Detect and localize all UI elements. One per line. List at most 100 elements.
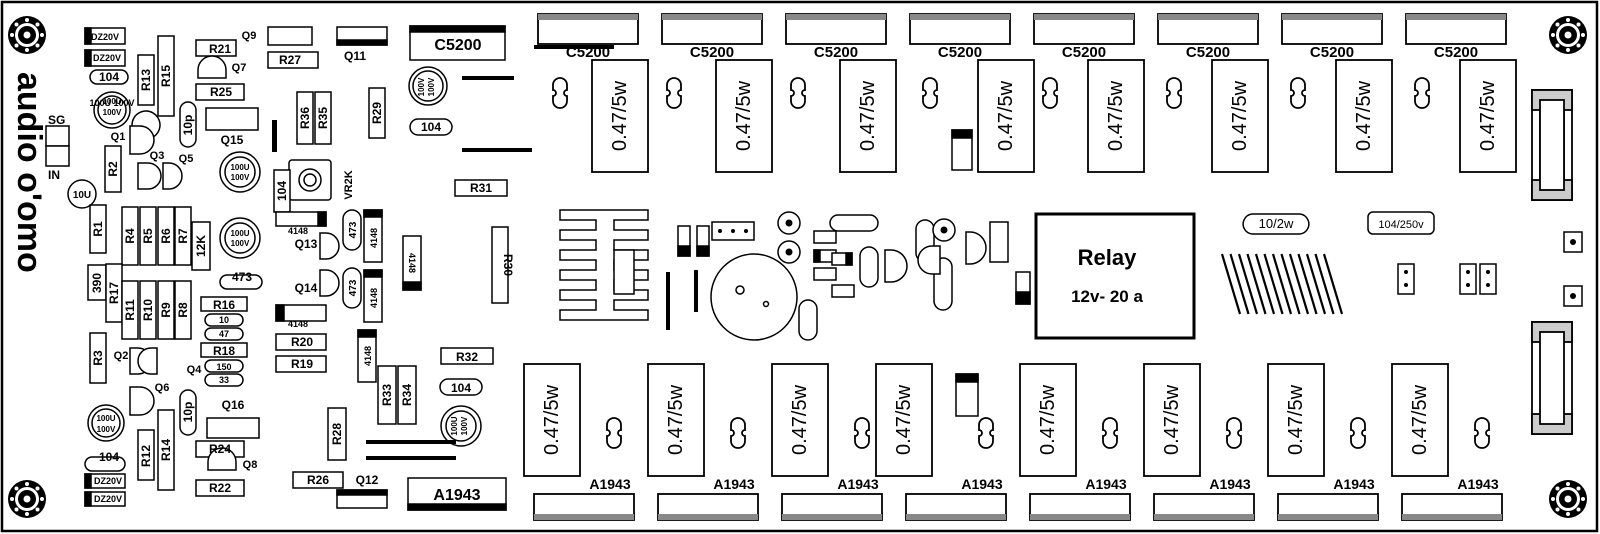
coil-turn [1297,253,1318,315]
top-transistor-label: C5200 [938,44,982,61]
res-label: 150 [216,362,231,372]
svg-text:100V: 100V [231,239,250,248]
top-output-transistor: C5200 [661,13,763,61]
q-label: Q5 [179,153,194,165]
res-label: 473 [348,221,359,238]
mounting-slot [1414,77,1430,109]
bottom-emitter-resistor: 0.47/5w [1019,363,1118,477]
top-output-transistor: C5200 [785,13,887,61]
top-emitter-resistor: 0.47/5w [1042,59,1145,173]
cap-label: 10U [73,190,91,201]
bottom-emitter-resistor: 0.47/5w [1143,363,1242,477]
driver-vertical-labels: R36 R35 R29 104 VR2K 473 473 4148 4148 4… [275,102,515,445]
mounting-hole [8,16,46,54]
cap-label: 104 [421,120,441,134]
bottom-emitter-resistor: 0.47/5w [1267,363,1366,477]
diode-label: 4148 [407,253,417,273]
mounting-slot [1290,77,1306,109]
mounting-slot [790,77,806,109]
bottom-output-transistor: A1943 [1277,476,1379,521]
bottom-transistor-label: A1943 [1457,476,1498,492]
mounting-slot [1226,417,1242,449]
res-label: R9 [159,302,173,318]
relay-title: Relay [1078,245,1137,270]
bottom-transistor-label: A1943 [589,476,630,492]
in-label: IN [48,168,60,182]
mounting-slot [1102,417,1118,449]
diode-label: 4148 [369,228,379,248]
coil-turn [1237,253,1259,315]
jumper-bars [272,45,698,460]
bottom-transistor-label: A1943 [961,476,1002,492]
q-label: Q16 [222,398,245,412]
cap-label: 10p [181,402,195,423]
q-label: Q2 [114,350,129,362]
q-label: Q14 [295,281,318,295]
res-label: R31 [470,181,492,195]
q-label: Q9 [242,30,257,42]
cap-label: 104 [451,381,471,395]
emitter-resistor-label: 0.47/5w [995,80,1017,151]
mounting-slot [854,417,870,449]
top-transistor-label: C5200 [566,44,610,61]
emitter-resistor-label: 0.47/5w [1285,384,1307,455]
q-label: Q12 [356,473,379,487]
top-output-transistor: C5200 [1157,13,1259,61]
q-label: Q3 [150,150,165,162]
diode-label: 4148 [288,319,308,329]
board-title: audio o'omo [10,72,48,273]
res-label: R18 [213,344,235,358]
top-output-transistor: C5200 [909,13,1011,61]
q-label: Q1 [111,131,126,143]
bottom-emitter-resistor: 0.47/5w [1391,363,1490,477]
zobel-resistor-label: 10/2w [1259,216,1294,231]
res-label: R6 [159,228,173,244]
bottom-output-transistor: A1943 [781,476,883,521]
top-transistor-label: C5200 [1062,44,1106,61]
res-label: R30 [501,254,515,276]
bottom-emitter-resistor: 0.47/5w [523,363,622,477]
mounting-slot [730,417,746,449]
res-label: 33 [219,375,229,385]
trimmer-label: VR2K [343,170,355,199]
top-emitter-resistor: 0.47/5w [922,59,1035,173]
svg-text:100V: 100V [231,173,250,182]
q-label: Q15 [221,133,244,147]
res-label: 473 [232,270,252,284]
pin-header [718,219,948,256]
left-section [67,27,263,507]
coil-turn [1280,253,1301,315]
res-label: R12 [139,445,153,467]
coil-turn [1263,253,1284,315]
res-label: 390 [90,273,104,293]
res-label: R24 [209,442,231,456]
top-emitter-resistor: 0.47/5w [1290,59,1393,173]
svg-text:100U: 100U [96,414,115,423]
top-emitter-resistor: 0.47/5w [1414,59,1517,173]
emitter-resistor-label: 0.47/5w [1037,384,1059,455]
top-transistor-label: C5200 [1434,44,1478,61]
res-label: R3 [91,350,105,366]
top-output-transistor: C5200 [1033,13,1135,61]
res-label: 10 [219,315,229,325]
svg-text:100U: 100U [102,97,121,106]
diode-label: 4148 [363,346,373,366]
diode-label: 4148 [288,226,308,236]
top-transistor-label: C5200 [690,44,734,61]
cap-label: 104 [99,70,119,84]
res-label: R11 [123,299,137,321]
res-label: R29 [370,102,384,124]
emitter-resistor-label: 0.47/5w [609,80,631,151]
coil-turn [1229,253,1250,315]
mounting-slot [552,77,568,109]
top-transistor-label: C5200 [814,44,858,61]
mounting-slot [1042,77,1058,109]
q-label: Q4 [187,364,203,376]
res-label: R2 [106,161,120,177]
q-label: Q13 [295,237,318,251]
bottom-output-transistor: A1943 [657,476,759,521]
res-label: R36 [298,107,312,129]
